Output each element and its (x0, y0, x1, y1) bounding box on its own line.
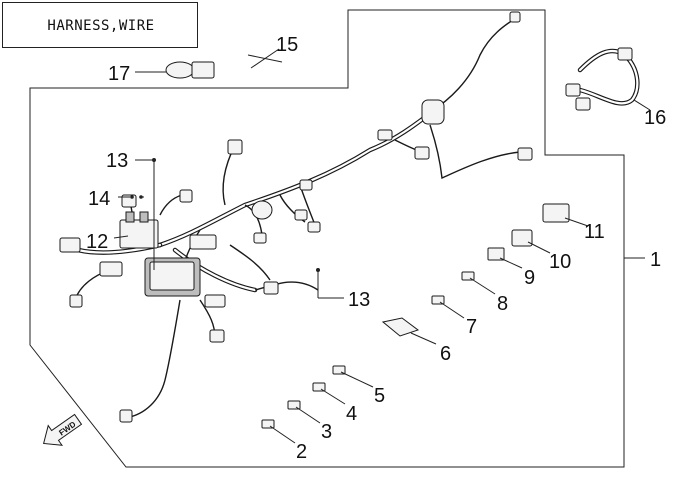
harness-connectors (59, 11, 533, 423)
callout-5: 5 (374, 385, 385, 407)
diagram-title: HARNESS,WIRE (47, 18, 155, 34)
callout-15: 15 (276, 34, 298, 56)
fwd-arrow: FWD (42, 413, 83, 446)
callout-17: 17 (108, 63, 130, 85)
loose-parts (261, 203, 570, 429)
callout-9: 9 (524, 267, 535, 289)
callout-14: 14 (88, 188, 110, 210)
assembly-boundary (29, 9, 625, 468)
callout-6: 6 (440, 343, 451, 365)
callout-7: 7 (466, 316, 477, 338)
title-box: HARNESS,WIRE (2, 2, 198, 48)
callout-3: 3 (321, 421, 332, 443)
callout-11: 11 (584, 221, 605, 243)
callout-2: 2 (296, 441, 307, 463)
callout-16: 16 (644, 107, 666, 129)
leader-lines (113, 158, 645, 444)
callout-12: 12 (86, 231, 108, 253)
callout-13-lower: 13 (348, 289, 370, 311)
callout-10: 10 (549, 251, 571, 273)
callout-4: 4 (346, 403, 357, 425)
callout-13-upper: 13 (106, 150, 128, 172)
item-16-sub-harness (565, 47, 651, 111)
callout-1: 1 (650, 249, 661, 271)
item-17-clamp (135, 61, 215, 79)
callout-8: 8 (497, 293, 508, 315)
